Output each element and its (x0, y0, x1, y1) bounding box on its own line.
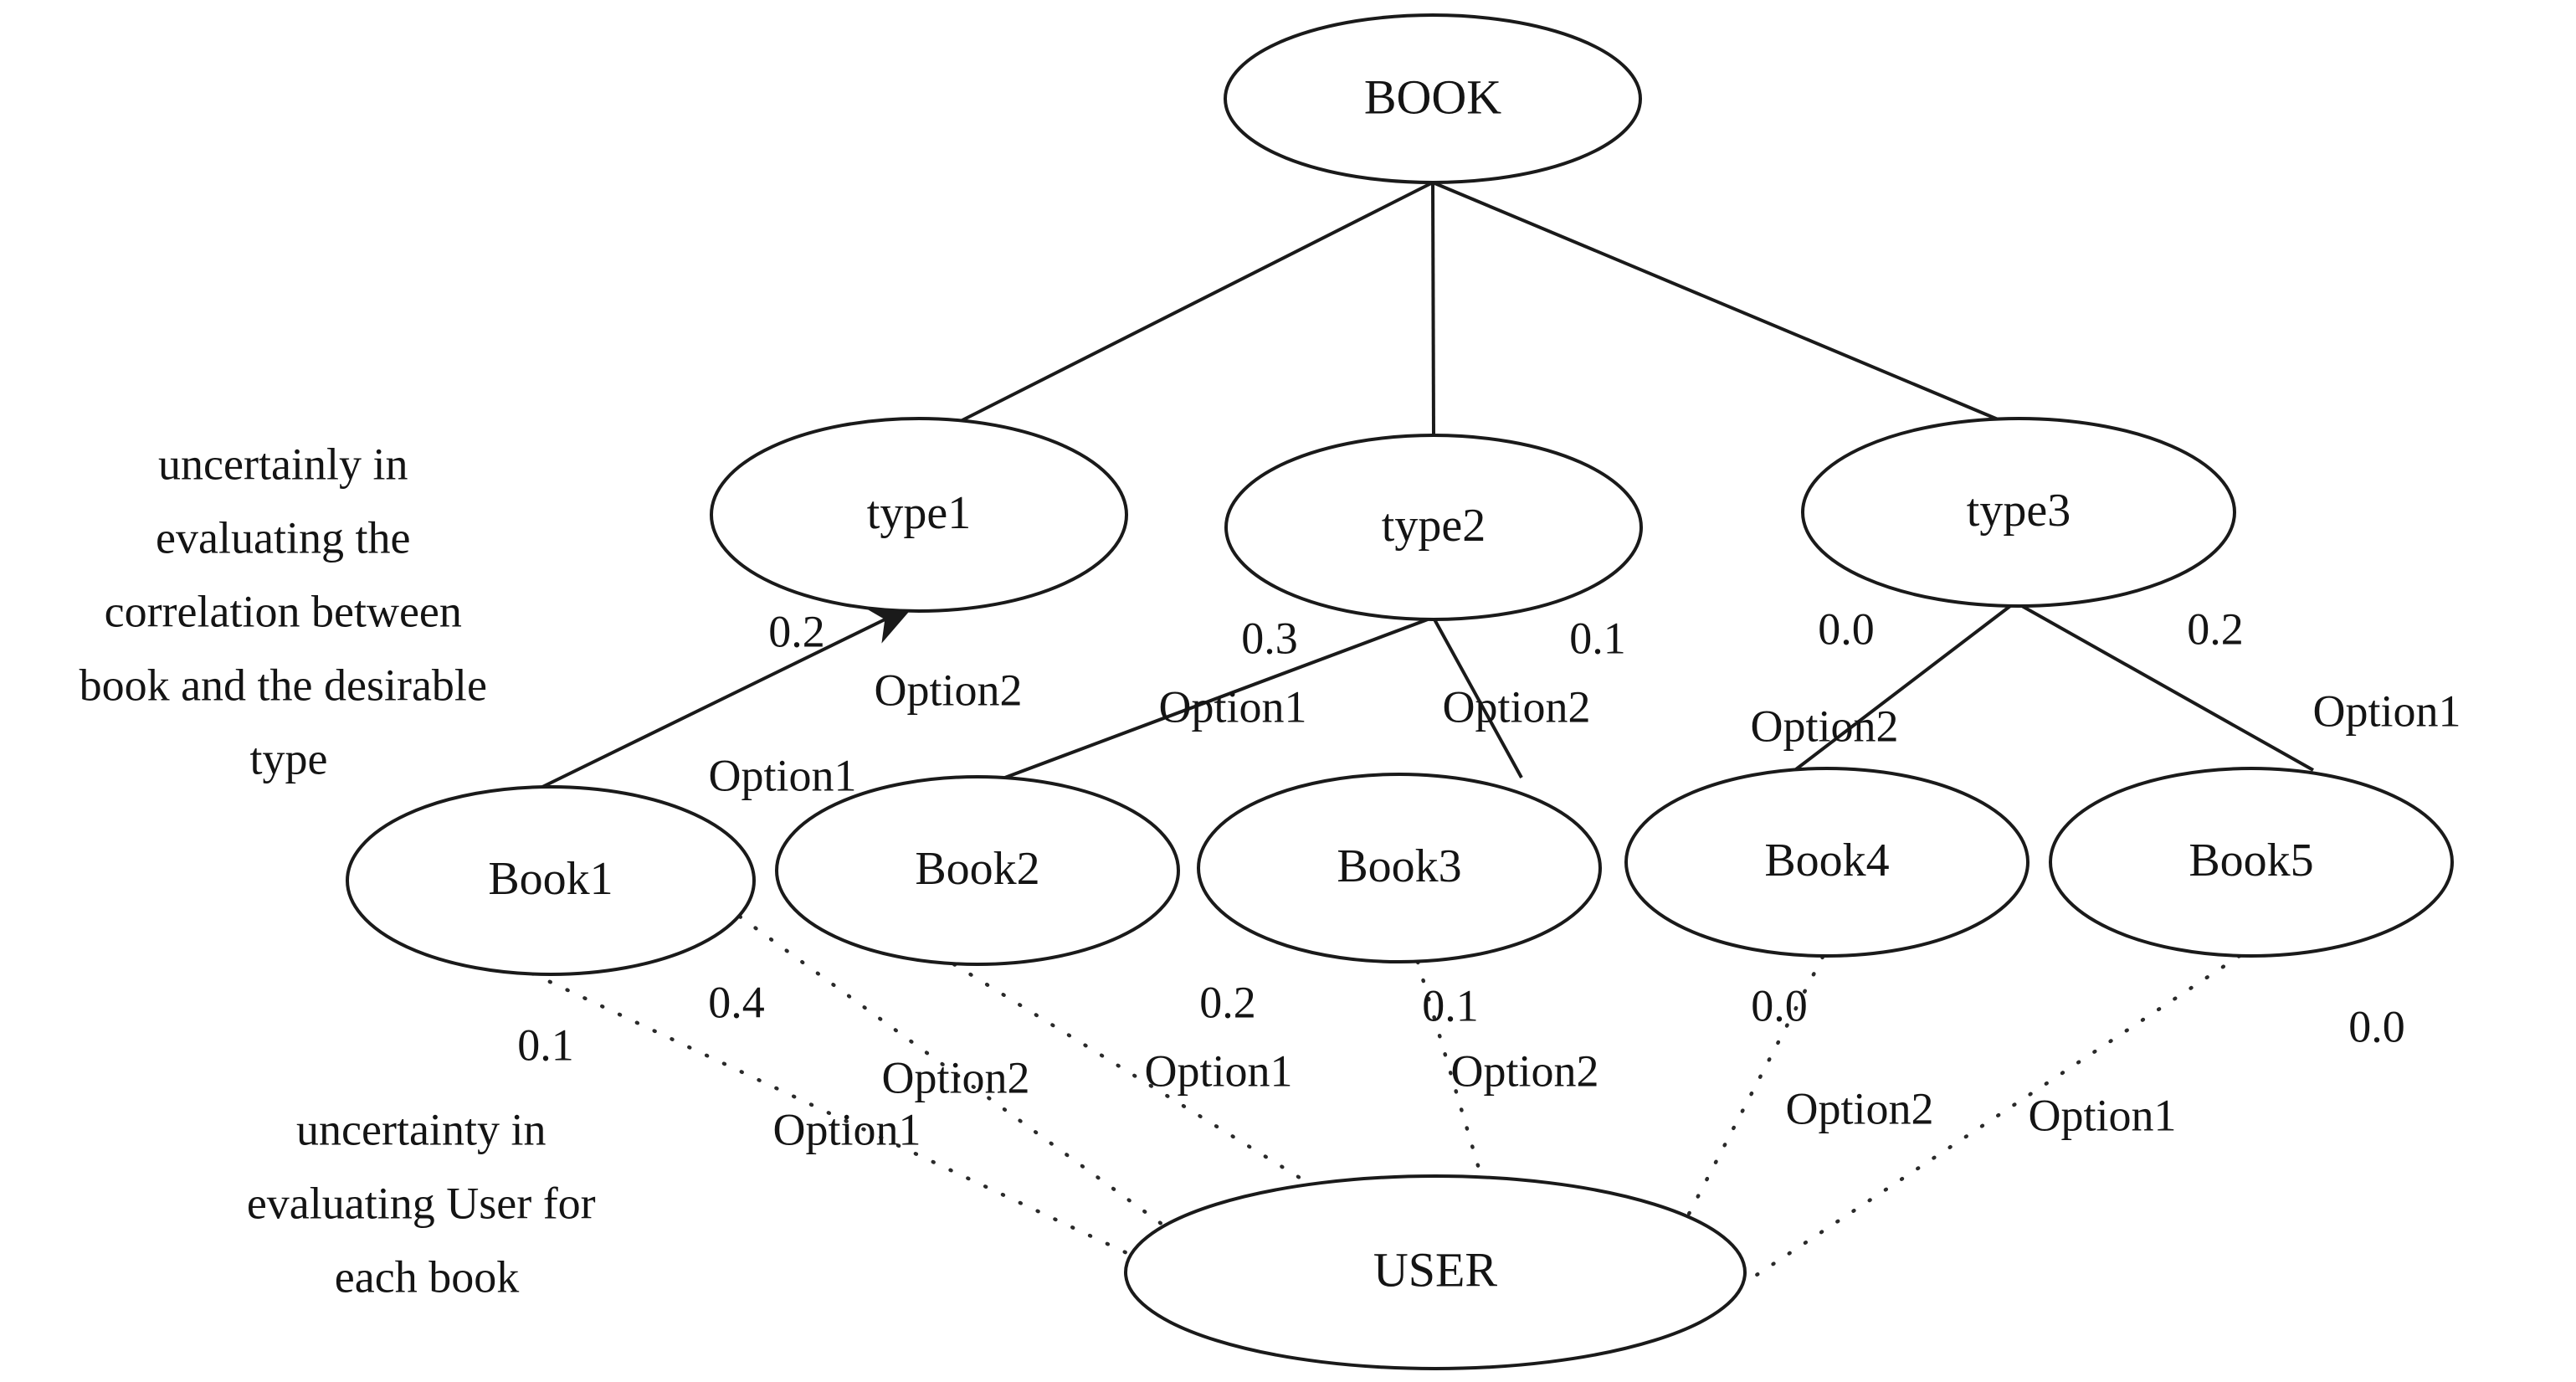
weight-book4-user: 0.0 (1751, 980, 1808, 1030)
annotation-line: type (250, 733, 328, 783)
node-label-book3: Book3 (1337, 840, 1461, 892)
option-book4-user: Option2 (1785, 1083, 1933, 1133)
option-book1-type1-upper: Option2 (874, 665, 1022, 715)
annotation-line: uncertainty in (296, 1104, 546, 1154)
ellipse-type1[interactable] (710, 417, 1128, 613)
node-label-type1: type1 (867, 487, 971, 539)
node-label-type2: type2 (1382, 500, 1486, 552)
option-book1-type1-lower: Option1 (708, 750, 856, 800)
edge-book4-to-type3 (1794, 604, 2012, 771)
node-book3[interactable]: Book3 (1197, 773, 1602, 963)
node-type2[interactable]: type2 (1224, 434, 1643, 621)
option-book1-user-a: Option1 (772, 1104, 921, 1154)
node-book1[interactable]: Book1 (346, 785, 756, 976)
ellipse-book2[interactable] (775, 775, 1180, 966)
edge-book2-to-type2 (1002, 618, 1429, 780)
edge-book3-to-type2 (1433, 619, 1523, 778)
node-label-book1: Book1 (488, 853, 613, 905)
node-type3[interactable]: type3 (1801, 417, 2236, 608)
ellipse-type3[interactable] (1801, 417, 2236, 608)
annotation-line: uncertainly in (158, 439, 408, 489)
ellipse-book5[interactable] (2049, 767, 2454, 958)
weight-book2-user: 0.2 (1199, 977, 1256, 1027)
annotation-top-left: uncertainly in evaluating the correlatio… (80, 429, 499, 783)
option-book2-type2: Option1 (1158, 681, 1306, 732)
edge-book-to-type1 (945, 181, 1434, 430)
weight-book4-type3: 0.0 (1818, 604, 1875, 654)
edge-book2-to-user (952, 962, 1313, 1187)
edge-book-to-type2 (1431, 182, 1435, 436)
weight-label-group-book-user: 0.1 0.4 0.2 0.1 0.0 0.0 (517, 977, 2405, 1070)
weight-book1-user-a: 0.1 (517, 1020, 574, 1070)
option-book3-type2: Option2 (1442, 681, 1590, 732)
edge-book1-to-type1 (535, 604, 916, 792)
weight-book5-user: 0.0 (2348, 1001, 2405, 1051)
edge-group-books-to-types (535, 604, 2314, 792)
option-book5-type3: Option1 (2312, 686, 2461, 736)
weight-label-group-book-type: 0.2 0.3 0.1 0.0 0.2 (768, 604, 2244, 663)
annotation-line: correlation between (105, 586, 462, 636)
node-type1[interactable]: type1 (710, 417, 1128, 613)
option-book2-user: Option1 (1144, 1045, 1292, 1096)
weight-book2-type2: 0.3 (1241, 613, 1298, 663)
annotation-line: each book (335, 1251, 519, 1302)
node-label-book-root: BOOK (1364, 69, 1501, 124)
annotation-line: evaluating User for (247, 1178, 596, 1228)
edge-book5-to-user (1747, 953, 2242, 1282)
weight-book3-type2: 0.1 (1569, 613, 1626, 663)
annotation-bottom-left: uncertainty in evaluating User for each … (247, 1094, 607, 1302)
node-label-type3: type3 (1967, 485, 2071, 537)
annotation-top-left-text: uncertainly in evaluating the correlatio… (80, 429, 499, 783)
option-label-group-book-type: Option2 Option1 Option1 Option2 Option2 … (708, 665, 2461, 800)
weight-book3-user: 0.1 (1422, 980, 1479, 1030)
ellipse-type2[interactable] (1224, 434, 1643, 621)
ellipse-user[interactable] (1124, 1174, 1747, 1370)
option-book5-user: Option1 (2028, 1090, 2176, 1140)
edge-book5-to-type3 (2021, 604, 2314, 772)
annotation-line: evaluating the (156, 512, 410, 563)
option-label-group-book-user: Option1 Option2 Option1 Option2 Option2 … (772, 1045, 2176, 1154)
weight-book5-type3: 0.2 (2187, 604, 2244, 654)
weight-book1-user-b: 0.4 (708, 977, 765, 1027)
node-label-book5: Book5 (2189, 835, 2313, 886)
ellipse-book3[interactable] (1197, 773, 1602, 963)
edge-book3-to-user (1415, 959, 1484, 1179)
node-label-book4: Book4 (1764, 835, 1889, 886)
ellipse-book4[interactable] (1624, 767, 2029, 958)
weight-book1-type1: 0.2 (768, 606, 825, 656)
edge-group-books-to-user (530, 914, 2242, 1282)
node-label-book2: Book2 (915, 843, 1039, 895)
ellipse-book1[interactable] (346, 785, 756, 976)
edge-book1-to-user-b (737, 914, 1171, 1231)
node-book-root[interactable]: BOOK (1224, 13, 1642, 184)
node-user[interactable]: USER (1124, 1174, 1747, 1370)
node-book5[interactable]: Book5 (2049, 767, 2454, 958)
option-book1-user-b: Option2 (881, 1052, 1029, 1102)
node-book2[interactable]: Book2 (775, 775, 1180, 966)
node-book4[interactable]: Book4 (1624, 767, 2029, 958)
node-label-user: USER (1373, 1242, 1498, 1297)
edge-group-root-to-types (945, 181, 2003, 436)
option-book3-user: Option2 (1450, 1045, 1598, 1096)
annotation-line: book and the desirable (80, 660, 487, 710)
option-book4-type3: Option2 (1750, 701, 1898, 751)
edge-book-to-type3 (1432, 181, 2003, 423)
annotation-bottom-left-text: uncertainty in evaluating User for each … (247, 1094, 607, 1302)
ellipse-book-root[interactable] (1224, 13, 1642, 184)
